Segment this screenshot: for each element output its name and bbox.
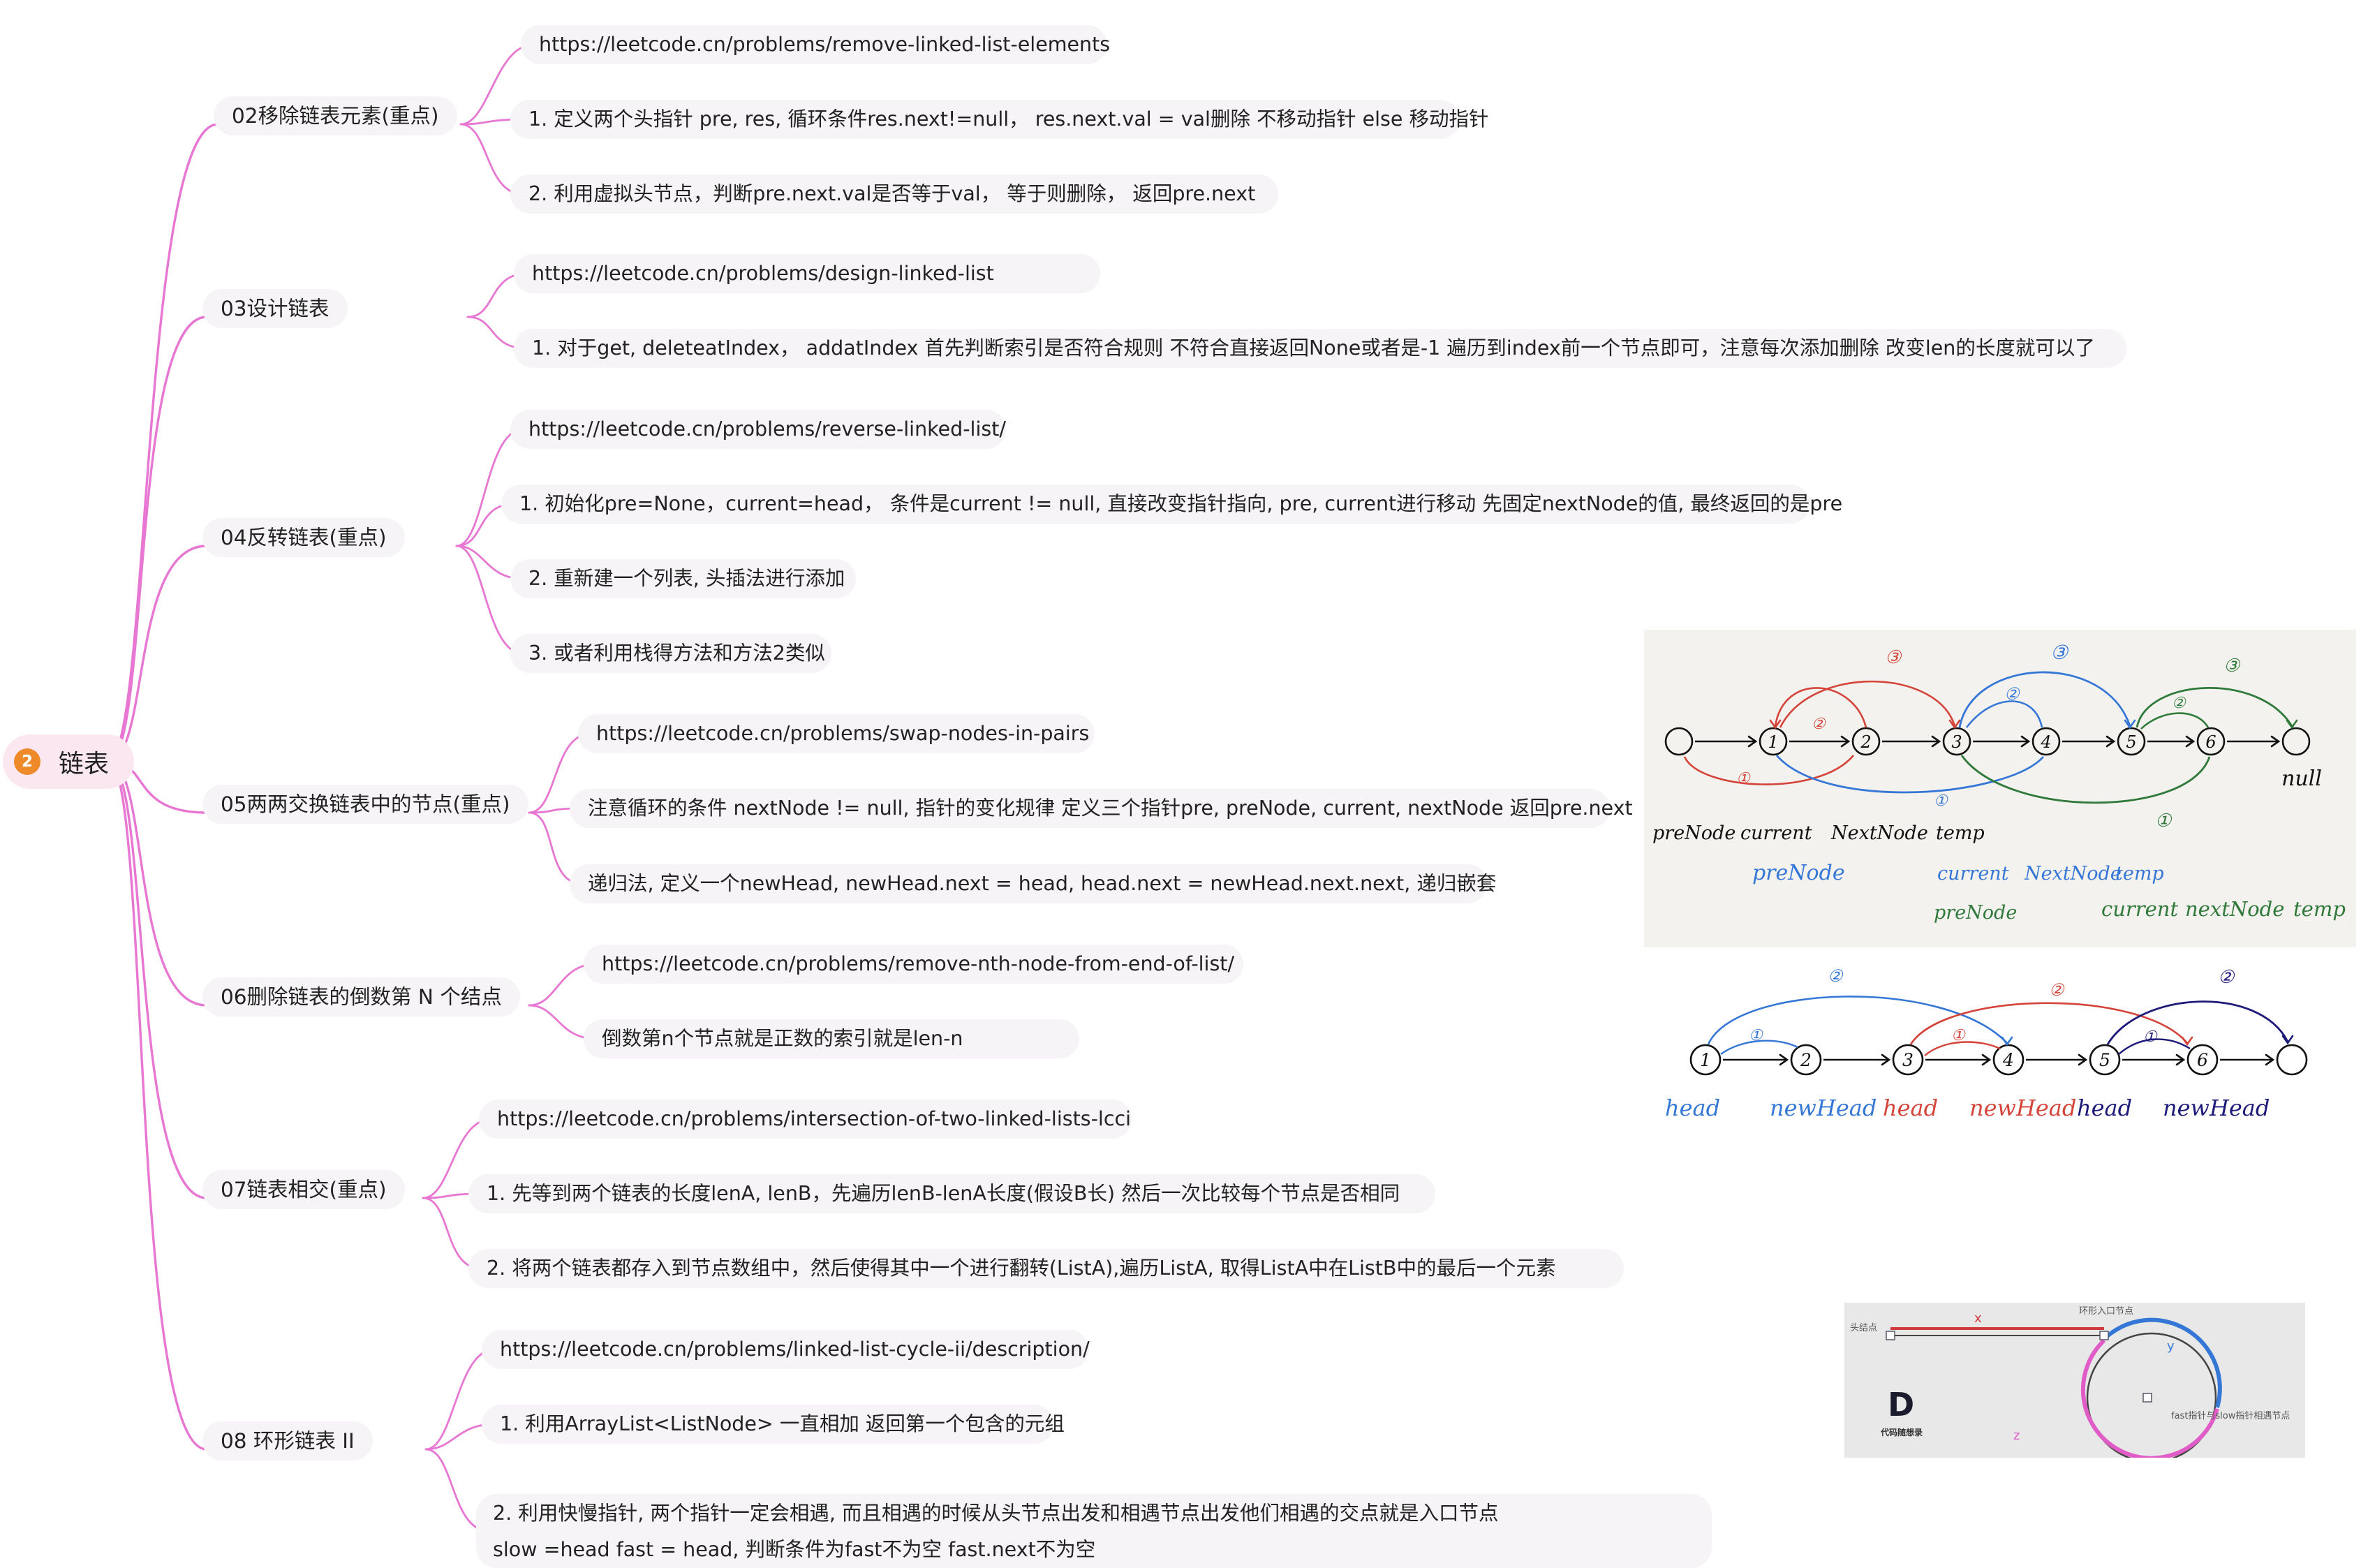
svg-text:②: ② <box>2218 967 2235 988</box>
svg-text:①: ① <box>1951 1027 1966 1044</box>
topic-node[interactable]: 08 环形链表 II <box>202 1421 373 1460</box>
detail-node[interactable]: 1. 定义两个头指针 pre, res, 循环条件res.next!=null，… <box>510 100 1488 139</box>
svg-text:①: ① <box>1736 770 1751 787</box>
svg-text:①: ① <box>1749 1027 1763 1044</box>
svg-text:current: current <box>2101 897 2178 921</box>
detail-node[interactable]: 2. 重新建一个列表, 头插法进行添加 <box>510 559 856 598</box>
detail-node[interactable]: https://leetcode.cn/problems/linked-list… <box>482 1330 1090 1369</box>
svg-text:代码随想录: 代码随想录 <box>1880 1427 1923 1437</box>
svg-text:D: D <box>1888 1386 1914 1423</box>
svg-text:①: ① <box>2155 811 2173 831</box>
detail-node[interactable]: 倒数第n个节点就是正数的索引就是len-n <box>584 1019 1079 1058</box>
detail-node[interactable]: https://leetcode.cn/problems/design-link… <box>514 254 1100 293</box>
svg-text:②: ② <box>1812 716 1826 733</box>
svg-text:head: head <box>1883 1095 1938 1121</box>
svg-text:NextNode: NextNode <box>1830 822 1928 844</box>
svg-text:5: 5 <box>2099 1050 2110 1070</box>
detail-node[interactable]: https://leetcode.cn/problems/intersectio… <box>479 1100 1132 1139</box>
svg-text:preNode: preNode <box>1934 902 2017 924</box>
svg-text:环形入口节点: 环形入口节点 <box>2079 1306 2133 1317</box>
detail-node[interactable]: 1. 对于get, deleteatIndex， addatIndex 首先判断… <box>514 329 2126 368</box>
svg-text:nextNode: nextNode <box>2185 897 2284 921</box>
svg-text:①: ① <box>1934 792 1948 810</box>
detail-node[interactable]: 递归法, 定义一个newHead, newHead.next = head, h… <box>570 864 1496 903</box>
topic-node[interactable]: 07链表相交(重点) <box>202 1170 405 1209</box>
svg-text:y: y <box>2167 1339 2175 1354</box>
root-node[interactable]: 2 链表 <box>3 734 134 789</box>
detail-node[interactable]: 1. 先等到两个链表的长度lenA, lenB，先遍历lenB-lenA长度(假… <box>468 1174 1435 1213</box>
svg-text:current: current <box>1740 822 1812 844</box>
detail-node[interactable]: https://leetcode.cn/problems/remove-link… <box>521 25 1110 64</box>
svg-text:4: 4 <box>2002 1050 2014 1070</box>
topic-node[interactable]: 06删除链表的倒数第 N 个结点 <box>202 977 520 1016</box>
svg-text:x: x <box>1974 1311 1982 1326</box>
svg-text:①: ① <box>2143 1028 2158 1046</box>
detail-node[interactable]: https://leetcode.cn/problems/reverse-lin… <box>510 410 1006 449</box>
svg-text:temp: temp <box>2293 897 2346 921</box>
detail-node[interactable]: 注意循环的条件 nextNode != null, 指针的变化规律 定义三个指针… <box>570 789 1633 828</box>
svg-text:null: null <box>2281 767 2322 791</box>
detail-node[interactable]: https://leetcode.cn/problems/remove-nth-… <box>584 945 1243 984</box>
topic-node[interactable]: 05两两交换链表中的节点(重点) <box>202 785 528 824</box>
svg-text:temp: temp <box>2115 863 2164 885</box>
svg-text:fast指针与slow指针相遇节点: fast指针与slow指针相遇节点 <box>2171 1411 2290 1421</box>
svg-text:current: current <box>1937 863 2009 885</box>
svg-text:newHead: newHead <box>1969 1095 2076 1121</box>
detail-node[interactable]: 2. 利用虚拟头节点，判断pre.next.val是否等于val， 等于则删除，… <box>510 175 1278 214</box>
svg-text:1: 1 <box>1768 732 1778 752</box>
detail-node[interactable]: 1. 初始化pre=None，current=head， 条件是current … <box>501 485 1842 524</box>
detail-node[interactable]: 1. 利用ArrayList<ListNode> 一直相加 返回第一个包含的元组 <box>482 1405 1065 1444</box>
svg-text:③: ③ <box>2050 641 2069 664</box>
svg-text:4: 4 <box>2040 732 2051 752</box>
svg-text:5: 5 <box>2126 732 2136 752</box>
detail-node[interactable]: 3. 或者利用栈得方法和方法2类似 <box>510 634 831 673</box>
svg-text:头结点: 头结点 <box>1850 1323 1877 1333</box>
svg-text:newHead: newHead <box>1770 1095 1877 1121</box>
detail-node[interactable]: 2. 利用快慢指针, 两个指针一定会相遇, 而且相遇的时候从头节点出发和相遇节点… <box>476 1494 1712 1568</box>
svg-text:head: head <box>2077 1095 2132 1121</box>
topic-node[interactable]: 04反转链表(重点) <box>202 518 405 557</box>
svg-text:③: ③ <box>1885 647 1902 668</box>
svg-text:preNode: preNode <box>1752 861 1845 885</box>
svg-text:NextNode: NextNode <box>2024 863 2122 885</box>
svg-text:1: 1 <box>1700 1050 1711 1070</box>
svg-text:head: head <box>1665 1095 1720 1121</box>
svg-text:②: ② <box>1828 966 1844 986</box>
svg-text:preNode: preNode <box>1652 822 1735 844</box>
detail-node[interactable]: https://leetcode.cn/problems/swap-nodes-… <box>578 714 1095 753</box>
svg-text:3: 3 <box>1951 732 1962 752</box>
svg-text:③: ③ <box>2223 656 2241 676</box>
topic-node[interactable]: 02移除链表元素(重点) <box>214 96 457 135</box>
svg-text:②: ② <box>2172 695 2186 712</box>
svg-text:2: 2 <box>1800 1050 1812 1070</box>
priority-badge: 2 <box>14 748 40 775</box>
svg-text:②: ② <box>2049 980 2065 1000</box>
svg-text:3: 3 <box>1902 1050 1914 1070</box>
svg-text:z: z <box>2013 1428 2020 1443</box>
cycle-diagram: 头结点 环形入口节点 fast指针与slow指针相遇节点 x y z D 代码随想录 <box>1844 1303 2305 1463</box>
svg-text:②: ② <box>2004 684 2020 704</box>
svg-text:6: 6 <box>2205 732 2216 752</box>
root-title: 链表 <box>59 750 110 778</box>
detail-node[interactable]: 2. 将两个链表都存入到节点数组中，然后使得其中一个进行翻转(ListA),遍历… <box>468 1249 1624 1288</box>
svg-text:temp: temp <box>1936 822 1985 844</box>
svg-text:newHead: newHead <box>2163 1095 2270 1121</box>
svg-text:2: 2 <box>1860 732 1871 752</box>
topic-node[interactable]: 03设计链表 <box>202 289 348 328</box>
svg-text:6: 6 <box>2197 1050 2208 1070</box>
